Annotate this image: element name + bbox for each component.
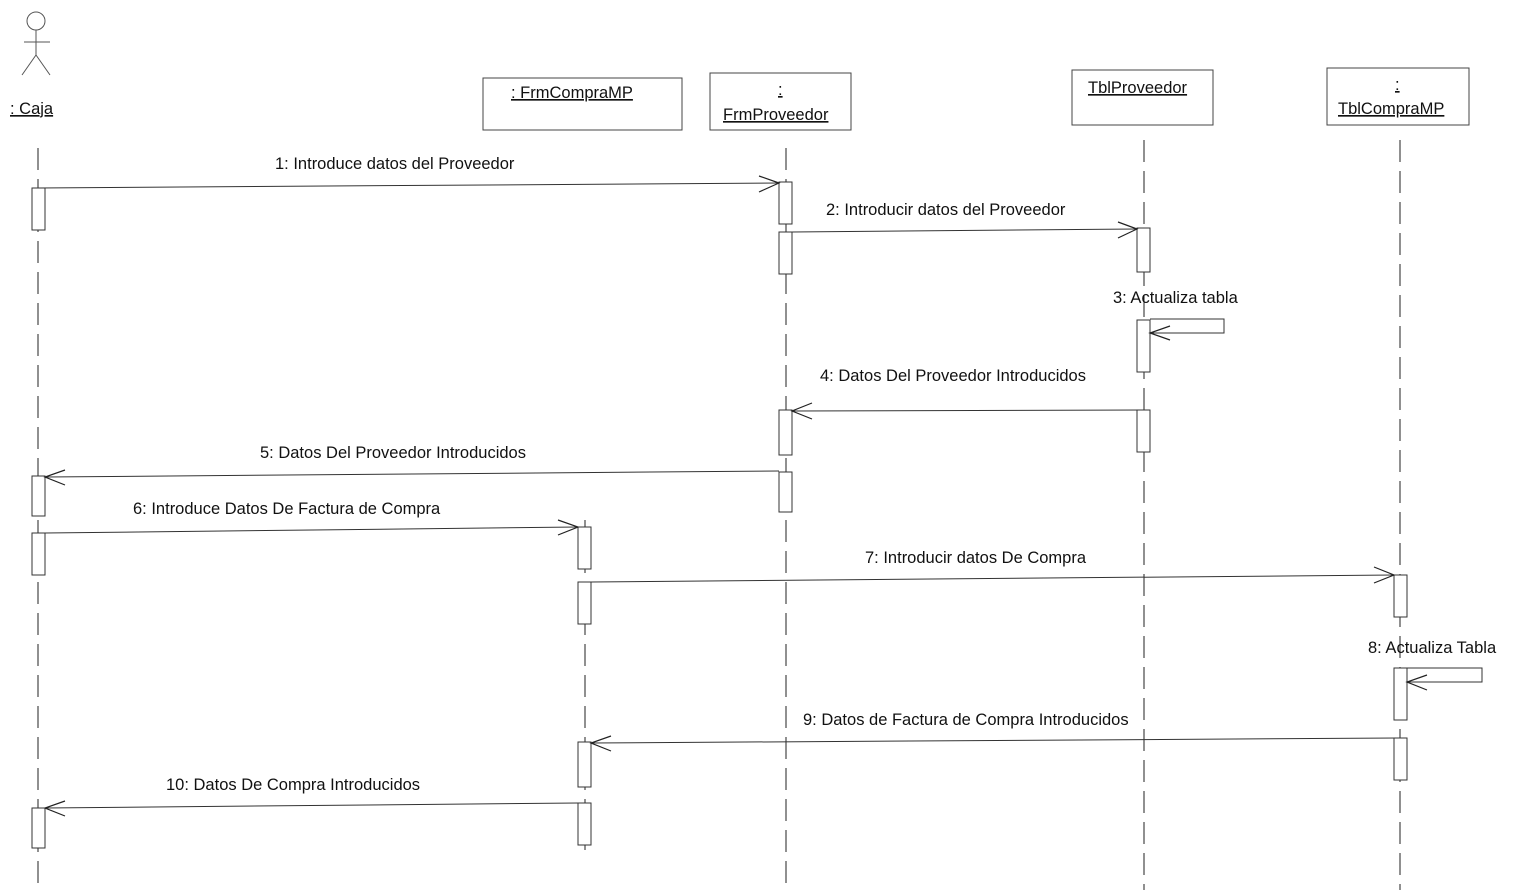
- message-8-label: 8: Actualiza Tabla: [1368, 639, 1497, 657]
- activation-caja-3: [31, 532, 46, 576]
- activation-frmcompramp-3: [577, 741, 592, 788]
- message-10-label: 10: Datos De Compra Introducidos: [166, 776, 420, 794]
- activation-frmproveedor-3: [778, 409, 793, 456]
- message-4: 4: Datos Del Proveedor Introducidos: [790, 367, 1145, 420]
- activation-tblproveedor-1: [1136, 227, 1151, 273]
- message-2: 2: Introducir datos del Proveedor: [791, 201, 1139, 239]
- object-label-frmcompramp: : FrmCompraMP: [511, 84, 633, 102]
- message-6-label: 6: Introduce Datos De Factura de Compra: [133, 500, 441, 518]
- object-box-frmcompramp: : FrmCompraMP: [482, 77, 683, 131]
- activation-caja-2: [31, 475, 46, 517]
- object-colon-frmproveedor: :: [778, 81, 783, 99]
- message-2-label: 2: Introducir datos del Proveedor: [826, 201, 1066, 219]
- activation-caja-4: [31, 807, 46, 849]
- activation-frmcompramp-2: [577, 581, 592, 625]
- activation-tblcompramp-1: [1393, 574, 1408, 618]
- message-7: 7: Introducir datos De Compra: [590, 549, 1396, 584]
- message-10: 10: Datos De Compra Introducidos: [43, 776, 579, 817]
- message-1: 1: Introduce datos del Proveedor: [37, 155, 781, 193]
- message-3-label: 3: Actualiza tabla: [1113, 289, 1239, 307]
- activation-tblproveedor-3: [1136, 409, 1151, 453]
- actor-icon: [21, 11, 51, 76]
- object-label-tblproveedor: TblProveedor: [1088, 79, 1188, 97]
- activation-caja-1: [31, 187, 46, 231]
- object-label-frmproveedor: FrmProveedor: [723, 106, 829, 124]
- message-3: 3: Actualiza tabla: [1113, 289, 1239, 341]
- message-8: 8: Actualiza Tabla: [1368, 639, 1497, 691]
- activation-frmcompramp-1: [577, 526, 592, 570]
- message-6: 6: Introduce Datos De Factura de Compra: [44, 500, 580, 536]
- object-label-tblcompramp: TblCompraMP: [1338, 100, 1444, 118]
- message-7-label: 7: Introducir datos De Compra: [865, 549, 1087, 567]
- actor-label: : Caja: [10, 100, 54, 118]
- activation-frmproveedor-4: [778, 471, 793, 513]
- message-9: 9: Datos de Factura de Compra Introducid…: [589, 711, 1401, 752]
- object-box-tblcompramp: : TblCompraMP: [1326, 67, 1470, 126]
- object-box-frmproveedor: : FrmProveedor: [709, 72, 852, 131]
- message-1-label: 1: Introduce datos del Proveedor: [275, 155, 515, 173]
- object-box-tblproveedor: TblProveedor: [1071, 69, 1214, 126]
- message-4-label: 4: Datos Del Proveedor Introducidos: [820, 367, 1086, 385]
- message-5-label: 5: Datos Del Proveedor Introducidos: [260, 444, 526, 462]
- activation-frmproveedor-1: [778, 181, 793, 225]
- activation-frmcompramp-4: [577, 802, 592, 846]
- activation-frmproveedor-2: [778, 231, 793, 275]
- message-9-label: 9: Datos de Factura de Compra Introducid…: [803, 711, 1129, 729]
- object-colon-tblcompramp: :: [1395, 76, 1400, 94]
- activation-tblproveedor-2: [1136, 319, 1151, 373]
- activation-tblcompramp-3: [1393, 737, 1408, 781]
- message-5: 5: Datos Del Proveedor Introducidos: [43, 444, 780, 486]
- activation-tblcompramp-2: [1393, 667, 1408, 721]
